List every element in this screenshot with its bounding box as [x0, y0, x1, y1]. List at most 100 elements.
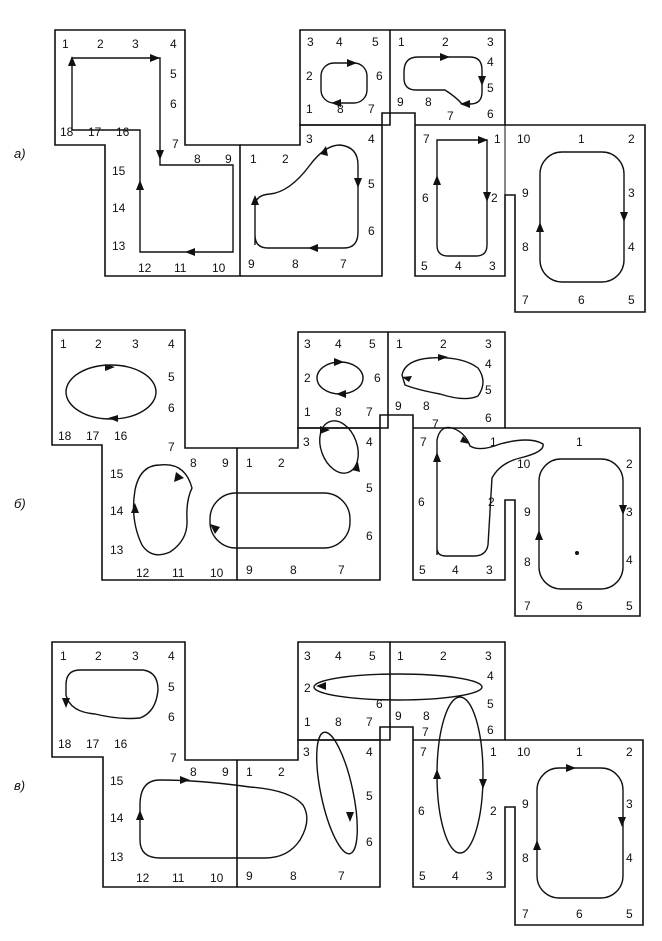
label: 7	[170, 751, 177, 765]
arrow	[566, 764, 576, 772]
label: 10	[517, 745, 531, 759]
label: 4	[485, 357, 492, 371]
label: 7	[338, 869, 345, 883]
arrow	[460, 100, 470, 108]
label: 9	[524, 505, 531, 519]
label: 3	[486, 869, 493, 883]
top-left-square-a	[299, 29, 391, 126]
arrow	[354, 178, 362, 188]
loop-b-right	[538, 458, 624, 590]
label: 9	[522, 797, 529, 811]
label: 1	[397, 649, 404, 663]
label: 1	[490, 435, 497, 449]
label: 13	[112, 239, 126, 253]
label: 1	[398, 35, 405, 49]
arrow	[438, 354, 448, 361]
arrow	[210, 524, 220, 534]
label: 3	[307, 35, 314, 49]
arrow	[156, 150, 164, 160]
label: 14	[110, 811, 124, 825]
arrow	[108, 415, 118, 422]
label: 6	[422, 191, 429, 205]
label: 8	[423, 399, 430, 413]
label: 12	[138, 261, 152, 275]
label: 4	[452, 869, 459, 883]
loop-c-long	[139, 779, 308, 859]
label: 9	[248, 257, 255, 271]
label: 4	[626, 851, 633, 865]
label: 10	[517, 457, 531, 471]
label: 4	[366, 745, 373, 759]
label: 2	[491, 191, 498, 205]
loop-b-topleft	[316, 361, 364, 395]
loop-b-topright	[401, 357, 484, 400]
label: 12	[136, 871, 150, 885]
label: 2	[440, 337, 447, 351]
label: 8	[524, 555, 531, 569]
label: 9	[395, 399, 402, 413]
label: 3	[303, 435, 310, 449]
mid-block-outline-c	[237, 739, 381, 888]
label: 1	[60, 337, 67, 351]
loop-a-topleft	[320, 62, 368, 104]
label: 15	[112, 164, 126, 178]
arrow	[136, 180, 144, 190]
arrow	[460, 436, 470, 444]
label: 8	[290, 869, 297, 883]
loop-c-tall-ellipse	[436, 696, 484, 854]
label: 4	[168, 337, 175, 351]
label: 9	[222, 456, 229, 470]
label: 7	[422, 725, 429, 739]
label: 6	[376, 697, 383, 711]
label: 4	[335, 337, 342, 351]
label: 11	[174, 261, 187, 275]
label: 1	[246, 765, 253, 779]
label: 8	[522, 240, 529, 254]
label: 7	[522, 293, 529, 307]
arrow	[331, 99, 341, 107]
label: 10	[212, 261, 226, 275]
label: 1	[576, 745, 583, 759]
label: 9	[522, 186, 529, 200]
label: 3	[132, 337, 139, 351]
loop-b-stadium	[209, 492, 351, 549]
label: 6	[418, 804, 425, 818]
label: 5	[369, 337, 376, 351]
panel-a: а) 1 2 3 4 5 6 7 8 9 10 11 12 13 14 15 1…	[14, 29, 646, 313]
arrow	[68, 56, 76, 66]
label: 2	[282, 152, 289, 166]
loop-b-small-ellipse	[319, 420, 359, 474]
label: 2	[95, 337, 102, 351]
panel-b: б) 1 2 3 4 5 6 7 8 9 10 11 12 13 14 15 1…	[14, 329, 641, 617]
label: 5	[628, 293, 635, 307]
label: 3	[486, 563, 493, 577]
loop-a-right	[539, 151, 625, 283]
label: 7	[524, 599, 531, 613]
label: 3	[304, 337, 311, 351]
narrow-column-a	[414, 124, 646, 313]
label: 7	[423, 132, 430, 146]
label: 6	[576, 907, 583, 921]
label: 6	[170, 97, 177, 111]
label: 17	[86, 429, 100, 443]
label: 17	[88, 125, 102, 139]
arrow	[433, 452, 441, 462]
arrow	[619, 505, 627, 515]
arrow	[320, 146, 328, 156]
label: 6	[485, 411, 492, 425]
panel-c: в) 1 2 3 4 5 6 7 8 9 10 11 12 13 14 15 1…	[14, 641, 644, 926]
label: 5	[626, 599, 633, 613]
narrow-column-c	[412, 739, 644, 926]
arrow	[402, 376, 412, 382]
label: 2	[306, 69, 313, 83]
top-right-square-a	[390, 29, 506, 126]
label: 9	[225, 152, 232, 166]
label: 4	[628, 240, 635, 254]
notch-c	[379, 726, 414, 740]
label: 1	[494, 132, 501, 146]
label: 7	[340, 257, 347, 271]
dot-marker	[575, 551, 579, 555]
arrow	[251, 195, 259, 205]
label: 6	[366, 529, 373, 543]
